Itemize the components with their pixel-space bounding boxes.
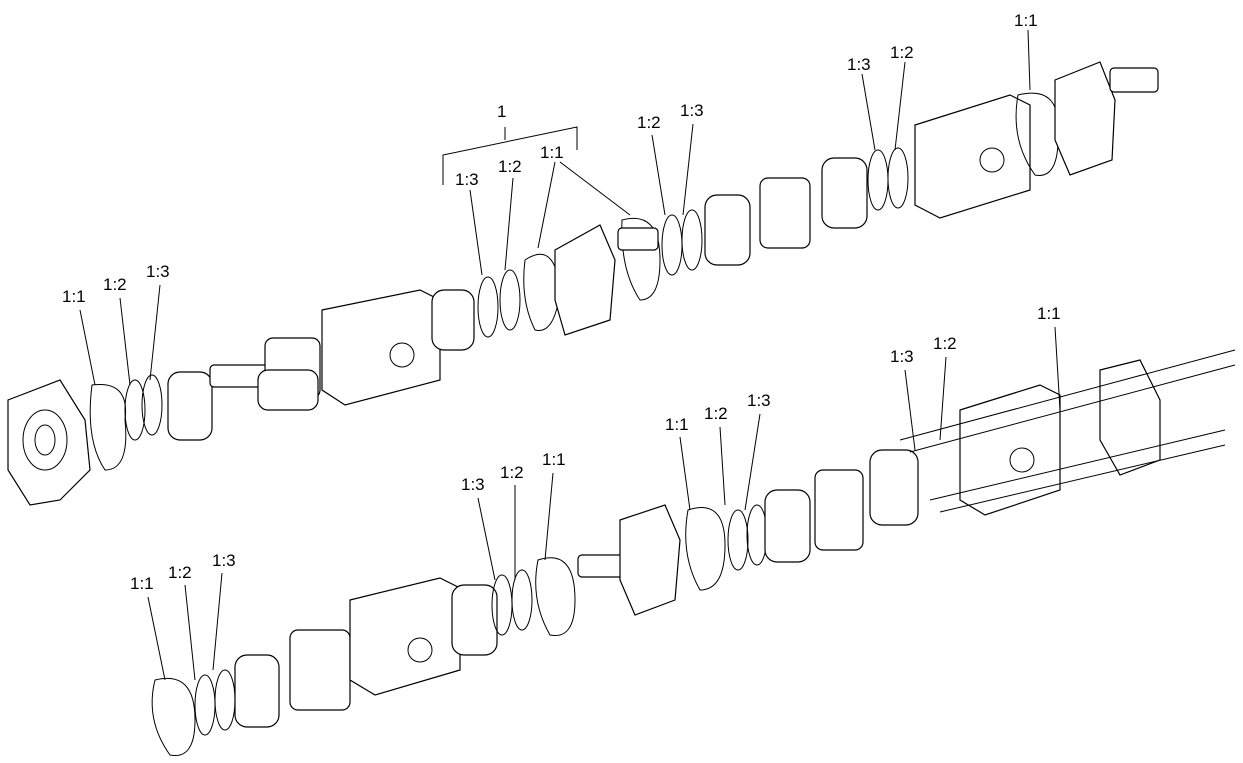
end-cover (7, 379, 91, 506)
group-bracket: 1 (442, 102, 578, 185)
callout-label: 1:3 (212, 551, 236, 570)
seal-1-1 (621, 218, 661, 301)
callout-label: 1:1 (542, 450, 566, 469)
upper-pump-assembly (7, 61, 1159, 506)
callout-label: 1:2 (168, 563, 192, 582)
flange-plate (554, 224, 616, 336)
spline-shaft (577, 554, 624, 578)
tie-bolts (899, 349, 1236, 513)
callout-label: 1:1 (1014, 11, 1038, 30)
callout-label: 1:2 (704, 404, 728, 423)
seal-1-3 (214, 669, 236, 731)
flange-plate (619, 504, 681, 616)
seal-1-2 (727, 509, 749, 571)
callout-label: 1:2 (890, 43, 914, 62)
spline-shaft (617, 227, 659, 251)
callout-label: 1:3 (146, 262, 170, 281)
seal-1-2 (887, 147, 909, 209)
callouts: 1:1 1:2 1:3 1:3 1:2 1:1 1:2 1:3 1:1 1:2 … (62, 11, 1061, 681)
housing (321, 289, 441, 406)
seal-1-1 (151, 678, 196, 757)
seal-1-3 (746, 504, 768, 566)
callout-label: 1:1 (130, 574, 154, 593)
bearing-block (451, 584, 498, 656)
callout-label: 1:3 (455, 170, 479, 189)
seal-1-1 (685, 507, 726, 591)
seal-1-2 (194, 674, 216, 736)
bearing-block (869, 449, 919, 526)
flange-plate (1054, 61, 1116, 176)
bearing-block (167, 371, 213, 441)
seal-1-2 (661, 214, 683, 276)
gear (759, 177, 811, 249)
callout-label: 1:1 (1037, 304, 1061, 323)
seal-1-1 (523, 253, 561, 331)
bearing-block (704, 194, 751, 266)
bearing-block (431, 289, 475, 351)
callout-label: 1:3 (890, 347, 914, 366)
callout-label: 1:2 (498, 157, 522, 176)
seal-1-1 (535, 557, 576, 637)
callout-label: 1:3 (847, 55, 871, 74)
gear (814, 469, 864, 551)
seal-1-3 (681, 209, 703, 271)
seal-1-2 (124, 379, 146, 441)
group-label: 1 (497, 102, 506, 121)
callout-label: 1:3 (747, 391, 771, 410)
seal-1-3 (477, 276, 499, 338)
callout-label: 1:3 (680, 101, 704, 120)
bearing-block (234, 654, 280, 728)
seal-1-2 (511, 569, 533, 631)
seal-1-1 (89, 383, 127, 471)
bearing-block (764, 489, 811, 563)
callout-label: 1:1 (540, 143, 564, 162)
lower-pump-assembly (151, 349, 1236, 757)
seal-1-3 (867, 149, 889, 211)
housing (349, 577, 461, 696)
callout-label: 1:2 (103, 275, 127, 294)
seal-1-1 (1015, 92, 1059, 176)
spline-shaft (1109, 67, 1159, 93)
callout-label: 1:1 (62, 287, 86, 306)
housing (914, 94, 1031, 219)
callout-label: 1:2 (500, 463, 524, 482)
bearing-block (821, 157, 868, 229)
callout-label: 1:2 (933, 334, 957, 353)
callout-label: 1:1 (665, 415, 689, 434)
callout-label: 1:2 (637, 113, 661, 132)
seal-1-2 (499, 269, 521, 331)
seal-1-3 (141, 374, 163, 436)
callout-label: 1:3 (461, 475, 485, 494)
gear (289, 629, 351, 711)
